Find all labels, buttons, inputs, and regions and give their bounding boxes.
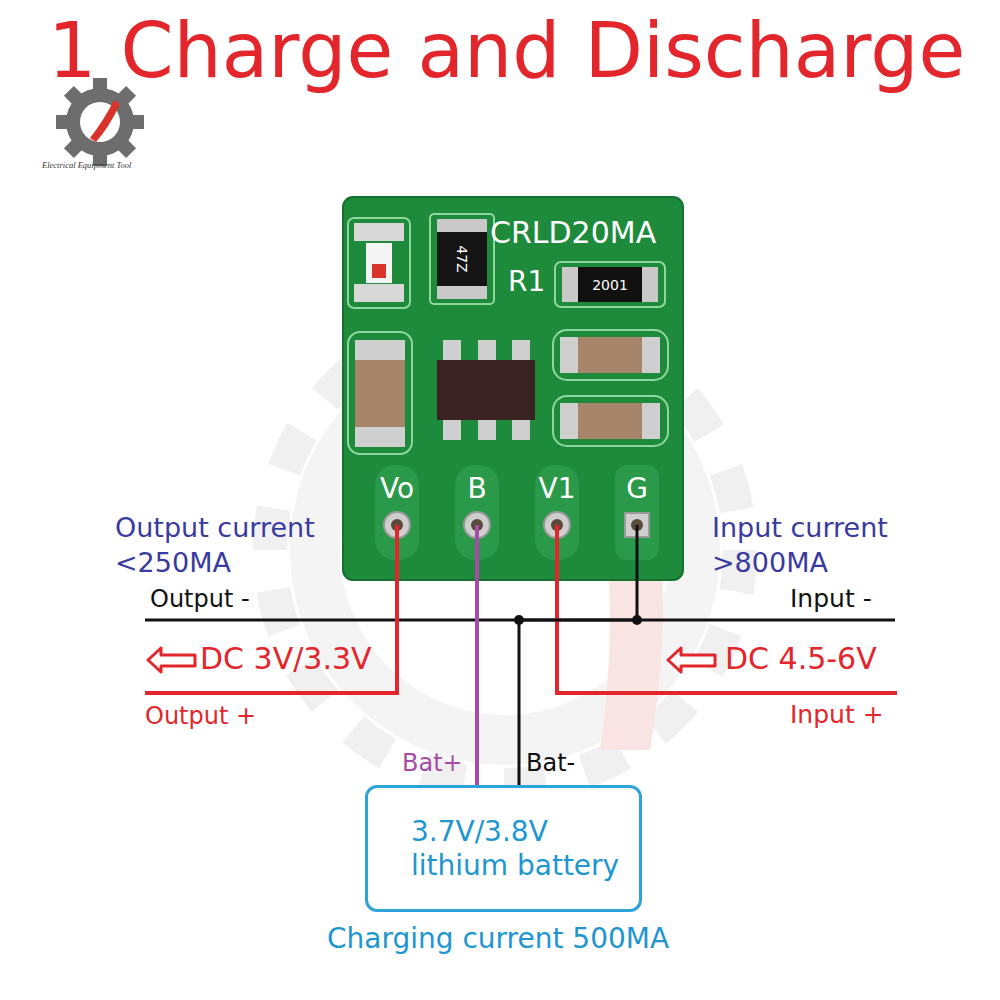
ic-chip: [478, 340, 496, 362]
wire-label: Bat-: [526, 749, 575, 778]
terminal-name: Output +: [145, 702, 256, 731]
battery-box: 3.7V/3.8V lithium battery: [365, 785, 642, 912]
capacitor-symbol: [578, 403, 642, 439]
led: [348, 218, 410, 308]
reference-designator: R1: [508, 265, 545, 299]
diagram-title: 1 Charge and Discharge: [48, 5, 965, 96]
charging-note: Charging current 500MA: [327, 922, 669, 956]
terminal-name: Output -: [150, 585, 250, 614]
resistor-symbol: [437, 285, 487, 299]
ic-chip: [443, 418, 461, 440]
resistor-code: 47Z: [454, 245, 471, 272]
capacitor-symbol: [578, 337, 642, 373]
pin-name: V1: [539, 472, 576, 506]
current-note: Input current >800MA: [712, 510, 912, 580]
voltage-label: DC 4.5-6V: [725, 641, 877, 677]
pin-name: G: [626, 472, 648, 506]
capacitor-symbol: [640, 403, 660, 439]
wire: [636, 525, 639, 580]
pcb-board: [343, 197, 683, 580]
resistor-symbol: [430, 214, 494, 304]
capacitor-symbol: [348, 332, 412, 454]
resistor-symbol: [642, 267, 658, 302]
wire-connector: [519, 580, 637, 785]
resistor-symbol: [555, 262, 665, 307]
wire: [475, 525, 479, 580]
capacitor-symbol: [553, 396, 668, 446]
led: [354, 284, 404, 302]
logo-text: Electrical Equipment Tool: [42, 160, 131, 170]
voltage-label: DC 3V/3.3V: [200, 641, 372, 677]
pin-trace: [375, 465, 659, 560]
capacitor-symbol: [553, 330, 668, 380]
resistor-symbol: [437, 232, 487, 286]
direction-arrow: [668, 648, 715, 672]
capacitor-symbol: [560, 337, 580, 373]
logo-gear: [90, 100, 120, 142]
resistor-code: 2001: [592, 277, 628, 294]
capacitor-symbol: [355, 425, 405, 447]
resistor-symbol: [562, 267, 578, 302]
pin-pad: [384, 512, 649, 538]
current-note: Output current <250MA: [115, 510, 335, 580]
logo-gear: [66, 88, 134, 156]
led: [354, 223, 404, 241]
capacitor-symbol: [355, 340, 405, 362]
wire-connector: [475, 580, 479, 785]
resistor-symbol: [437, 219, 487, 233]
board-marking: CRLD20MA: [490, 215, 656, 251]
pin-name: Vo: [380, 472, 414, 506]
resistor-symbol: [430, 214, 494, 304]
ic-chip: [437, 340, 535, 440]
capacitor-symbol: [355, 360, 405, 427]
direction-arrow: [148, 648, 195, 672]
ic-chip: [478, 418, 496, 440]
capacitor-symbol: [348, 332, 412, 454]
terminal-name: Input +: [790, 700, 884, 730]
capacitor-symbol: [553, 396, 668, 446]
led: [372, 264, 386, 278]
wire-label: Bat+: [402, 749, 463, 778]
led: [366, 243, 392, 283]
resistor-symbol: [555, 262, 665, 307]
ic-chip: [443, 340, 461, 362]
terminal-name: Input -: [790, 584, 872, 614]
ic-chip: [512, 340, 530, 362]
capacitor-symbol: [640, 337, 660, 373]
pcb-module: CRLD20MA R1 47Z 2001Vo B V1 G: [343, 197, 683, 580]
pin-name: B: [467, 472, 486, 506]
led: [348, 218, 410, 308]
resistor-symbol: [578, 267, 642, 302]
ic-chip: [512, 418, 530, 440]
ic-chip: [437, 360, 535, 420]
capacitor-symbol: [553, 330, 668, 380]
capacitor-symbol: [560, 403, 580, 439]
box-text: 3.7V/3.8V lithium battery: [411, 815, 624, 882]
pcb-board: [343, 197, 683, 580]
